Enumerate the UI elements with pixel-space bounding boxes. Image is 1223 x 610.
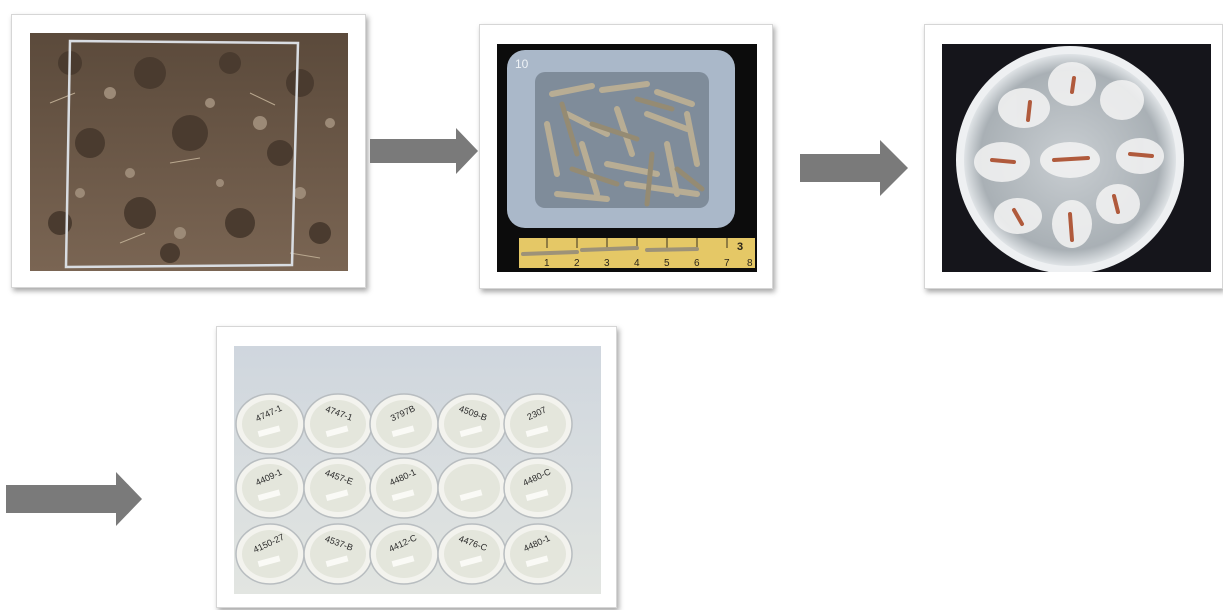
petri-plate: 4509-B	[438, 394, 506, 454]
tray-mark: 10	[515, 57, 529, 71]
fungal-culture-frame	[924, 24, 1223, 289]
ruler-tick: 4	[634, 258, 640, 269]
petri-plate: 4480-C	[504, 458, 572, 518]
petri-plate: 4476-C	[438, 524, 506, 584]
petri-plate: 2307	[504, 394, 572, 454]
soil-quadrat-frame	[11, 14, 366, 288]
ruler-corner-label: 3	[737, 241, 743, 253]
petri-plate: 4150-27	[236, 524, 304, 584]
fungal-culture-photo	[942, 44, 1211, 272]
flow-arrow-1	[370, 128, 480, 174]
ruler-tick: 3	[604, 258, 610, 269]
petri-plate: 4480-1	[370, 458, 438, 518]
petri-plate: 4747-1	[304, 394, 372, 454]
petri-plate: 4412-C	[370, 524, 438, 584]
petri-plate: 4537-B	[304, 524, 372, 584]
petri-plate	[438, 458, 506, 518]
soil-quadrat-photo	[30, 33, 348, 271]
ruler-tick: 5	[664, 258, 670, 269]
petri-plate: 4457-E	[304, 458, 372, 518]
petri-plate: 4747-1	[236, 394, 304, 454]
petri-plate: 3797B	[370, 394, 438, 454]
ruler-tick: 7	[724, 258, 730, 269]
ruler-tick: 8	[747, 258, 753, 269]
ruler-tick: 1	[544, 258, 550, 269]
residue-tray-frame: 10 1 2 3 4 5 6 7	[479, 24, 773, 289]
flow-arrow-3	[6, 472, 144, 526]
ruler-tick: 6	[694, 258, 700, 269]
ruler-tick: 2	[574, 258, 580, 269]
petri-plate: 4480-1	[504, 524, 572, 584]
corn-stalk-tray-photo: 10 1 2 3 4 5 6 7	[497, 44, 757, 272]
flow-arrow-2	[800, 140, 910, 196]
petri-plate: 4409-1	[236, 458, 304, 518]
